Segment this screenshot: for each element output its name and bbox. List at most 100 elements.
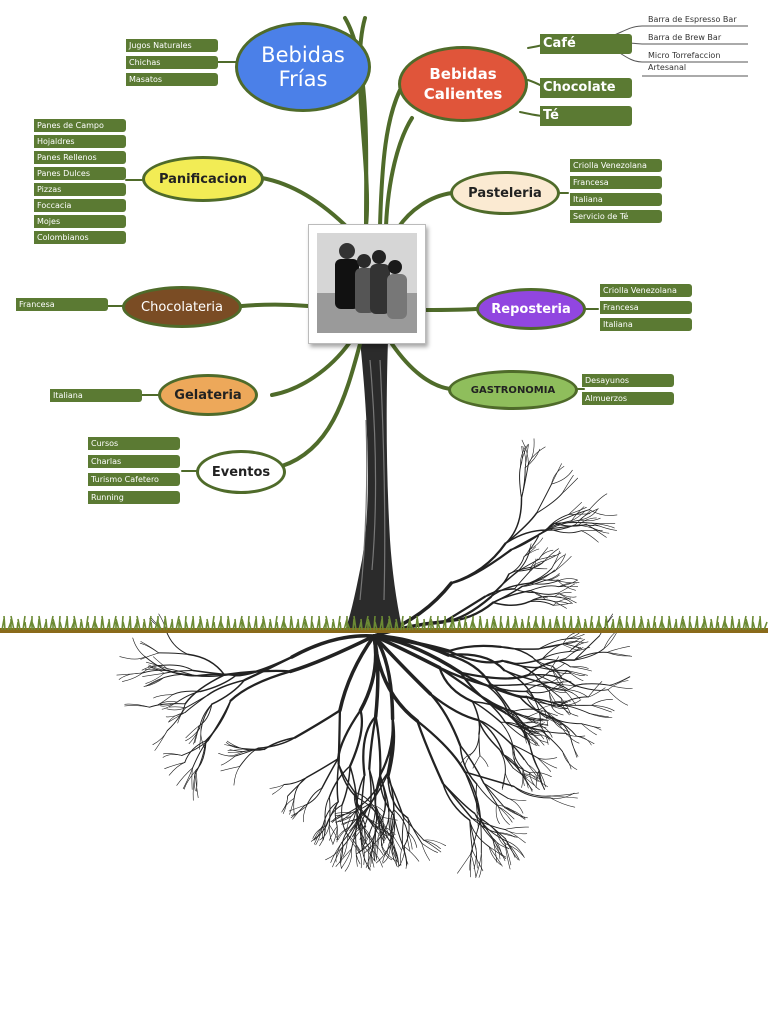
root-strand [392, 839, 399, 860]
eventos-item[interactable]: Turismo Cafetero [88, 473, 180, 486]
root-strand [233, 766, 241, 786]
root-strand [573, 651, 608, 661]
root-strand [513, 785, 551, 799]
root-strand [362, 843, 365, 865]
root-strand [521, 439, 529, 465]
root-strand [239, 747, 259, 767]
root-strand [340, 812, 353, 823]
root-strand [272, 784, 285, 795]
root-strand [528, 438, 535, 465]
root-strand [563, 689, 576, 705]
root-strand [521, 774, 539, 782]
node-gastronomia[interactable]: GASTRONOMIA [448, 370, 578, 410]
root-strand [538, 638, 565, 650]
node-gelateria[interactable]: Gelateria [158, 374, 258, 416]
root-strand [543, 548, 559, 562]
root-strand [124, 703, 150, 708]
root-strand [372, 634, 420, 723]
root-strand [589, 509, 618, 516]
root-strand [447, 653, 492, 685]
node-reposteria[interactable]: Reposteria [476, 288, 586, 330]
gastronomia-item[interactable]: Desayunos [582, 374, 674, 387]
root-strand [553, 522, 592, 524]
soil-line [0, 628, 768, 633]
root-strand [551, 463, 562, 485]
root-strand [479, 817, 482, 853]
eventos-item[interactable]: Running [88, 491, 180, 504]
node-bebidas-calientes[interactable]: Bebidas Calientes [398, 46, 528, 122]
panificacion-item[interactable]: Pizzas [34, 183, 126, 196]
tag-te[interactable]: Té [540, 106, 632, 126]
tag-cafe[interactable]: Café [540, 34, 632, 54]
node-chocolateria[interactable]: Chocolateria [122, 286, 242, 328]
panificacion-item[interactable]: Hojaldres [34, 135, 126, 148]
node-eventos[interactable]: Eventos [196, 450, 286, 494]
reposteria-item[interactable]: Criolla Venezolana [600, 284, 692, 297]
node-pasteleria[interactable]: Pasteleria [450, 171, 560, 215]
root-strand [504, 843, 512, 866]
root-strand [185, 725, 200, 739]
chocolateria-item[interactable]: Francesa [16, 298, 108, 311]
bebidas-frias-item[interactable]: Chichas [126, 56, 218, 69]
root-strand [569, 641, 589, 652]
reposteria-item[interactable]: Francesa [600, 301, 692, 314]
panificacion-item[interactable]: Panes de Campo [34, 119, 126, 132]
panificacion-item[interactable]: Foccacia [34, 199, 126, 212]
reposteria-item[interactable]: Italiana [600, 318, 692, 331]
root-strand [152, 730, 168, 746]
root-strand [549, 519, 580, 530]
root-strand [374, 715, 382, 778]
root-strand [407, 817, 423, 844]
panificacion-item[interactable]: Colombianos [34, 231, 126, 244]
pasteleria-item[interactable]: Francesa [570, 176, 662, 189]
gastronomia-item[interactable]: Almuerzos [582, 392, 674, 405]
panificacion-item[interactable]: Panes Dulces [34, 167, 126, 180]
eventos-item[interactable]: Cursos [88, 437, 180, 450]
root-strand [442, 782, 476, 815]
gelateria-item[interactable]: Italiana [50, 389, 142, 402]
root-strand [520, 773, 539, 779]
root-strand [568, 501, 583, 515]
root-strand [563, 637, 581, 644]
root-strand [376, 816, 383, 846]
root-strand [339, 842, 344, 863]
root-strand [504, 826, 529, 830]
node-panificacion[interactable]: Panificacion [142, 156, 264, 202]
group-photo-frame[interactable] [308, 224, 426, 344]
root-strand [579, 508, 599, 521]
root-strand [530, 560, 545, 568]
root-strand [492, 839, 506, 862]
root-strand [243, 655, 294, 682]
root-strand [526, 732, 537, 746]
root-strand [166, 632, 189, 655]
root-strand [552, 665, 563, 678]
root-strand [406, 831, 413, 850]
pasteleria-item[interactable]: Criolla Venezolana [570, 159, 662, 172]
root-strand [501, 660, 540, 669]
root-strand [416, 719, 467, 774]
eventos-item[interactable]: Charlas [88, 455, 180, 468]
root-strand [522, 768, 525, 787]
pasteleria-item[interactable]: Servicio de Té [570, 210, 662, 223]
panificacion-item[interactable]: Mojes [34, 215, 126, 228]
root-strand [479, 755, 489, 767]
bebidas-frias-item[interactable]: Jugos Naturales [126, 39, 218, 52]
root-strand [550, 704, 564, 716]
root-strand [527, 764, 541, 780]
tag-chocolate[interactable]: Chocolate [540, 78, 632, 98]
root-strand [421, 842, 438, 853]
root-strand [591, 704, 615, 712]
root-strand [552, 602, 572, 606]
root-strand [392, 844, 399, 868]
bebidas-frias-item[interactable]: Masatos [126, 73, 218, 86]
root-strand [475, 783, 478, 812]
root-strand [553, 592, 572, 598]
pasteleria-item[interactable]: Italiana [570, 193, 662, 206]
root-strand [371, 843, 376, 864]
root-strand [362, 831, 371, 850]
panificacion-item[interactable]: Panes Rellenos [34, 151, 126, 164]
node-bebidas-frias[interactable]: Bebidas Frías [235, 22, 371, 112]
root-strand [483, 782, 509, 799]
root-strand [159, 701, 178, 705]
root-strand [500, 721, 514, 747]
